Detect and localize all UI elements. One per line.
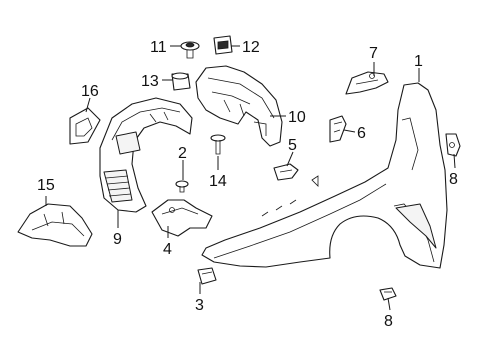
callout-5: 5 <box>288 137 297 154</box>
plate-16 <box>69 107 101 145</box>
callout-16: 16 <box>81 83 99 100</box>
callout-3: 3 <box>195 297 204 314</box>
bracket-8-upper <box>445 133 461 157</box>
clip-2 <box>175 180 189 193</box>
splash-shield-15 <box>17 203 93 247</box>
callout-2: 2 <box>178 145 187 162</box>
callout-12: 12 <box>242 39 260 56</box>
grommet-13 <box>171 72 191 91</box>
clip-3 <box>197 267 217 285</box>
front-fender <box>201 82 448 269</box>
callout-7: 7 <box>369 45 378 62</box>
callout-8-upper: 8 <box>449 171 458 188</box>
callout-8-lower: 8 <box>384 313 393 330</box>
bracket-6 <box>329 115 347 143</box>
clip-8-lower <box>379 287 397 301</box>
callout-labels: 1 2 3 4 5 6 7 8 8 9 10 11 12 13 14 15 16 <box>37 39 458 330</box>
bracket-7 <box>345 71 389 95</box>
leader-lines <box>45 45 456 311</box>
fender-liner-rear <box>195 65 283 147</box>
callout-10: 10 <box>288 109 306 126</box>
callout-14: 14 <box>209 173 227 190</box>
callout-4: 4 <box>163 241 172 258</box>
callout-15: 15 <box>37 177 55 194</box>
callout-1: 1 <box>414 53 423 70</box>
clip-12 <box>213 35 233 55</box>
callout-11: 11 <box>150 39 167 56</box>
fender-liner-front <box>99 97 193 213</box>
screw-14 <box>210 134 226 155</box>
callout-13: 13 <box>141 73 159 90</box>
bracket-5 <box>273 163 299 181</box>
bracket-4 <box>151 199 213 237</box>
callout-6: 6 <box>357 125 366 142</box>
push-rivet-11 <box>180 41 200 59</box>
callout-9: 9 <box>113 231 122 248</box>
